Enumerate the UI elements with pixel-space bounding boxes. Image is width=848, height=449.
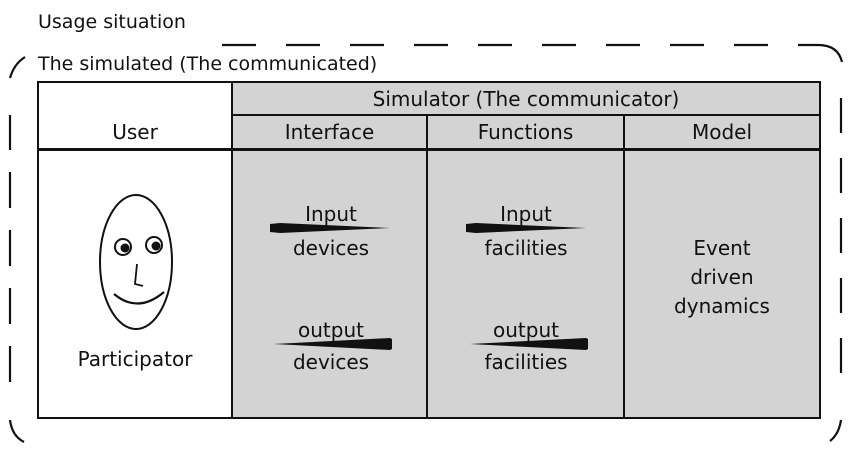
user-area xyxy=(38,82,232,418)
simulated-label: The simulated (The communicated) xyxy=(38,53,378,75)
functions-output-line1: output xyxy=(493,318,559,342)
output-arrow-icon xyxy=(470,338,588,350)
input-arrow-icon xyxy=(466,223,586,233)
user-header: User xyxy=(112,120,158,144)
input-arrow-icon xyxy=(270,223,390,233)
face-icon xyxy=(99,194,173,330)
participator-label: Participator xyxy=(77,347,193,371)
functions-header: Functions xyxy=(477,120,574,144)
model-line2: driven xyxy=(690,265,754,289)
table-border-bottom xyxy=(37,417,821,419)
model-line3: dynamics xyxy=(674,294,770,318)
functions-input-line1: Input xyxy=(500,202,552,226)
functions-input-line2: facilities xyxy=(484,236,568,260)
simulator-area xyxy=(232,82,820,418)
output-arrow-icon xyxy=(274,338,392,350)
model-line1: Event xyxy=(693,236,751,260)
table-border-right xyxy=(819,81,821,419)
table-border-left xyxy=(37,81,39,419)
usage-situation-label: Usage situation xyxy=(38,11,186,33)
functions-output-line2: facilities xyxy=(484,350,568,374)
divider-simulator xyxy=(232,114,821,116)
divider-header xyxy=(37,148,821,151)
divider-user xyxy=(231,81,233,419)
interface-input-line2: devices xyxy=(292,236,370,260)
interface-output-line1: output xyxy=(298,318,364,342)
divider-functions xyxy=(623,114,625,419)
interface-input-line1: Input xyxy=(305,202,357,226)
divider-interface xyxy=(426,114,428,419)
interface-header: Interface xyxy=(284,120,375,144)
table-border-top xyxy=(37,81,821,83)
model-header: Model xyxy=(691,120,753,144)
interface-output-line2: devices xyxy=(292,350,370,374)
simulator-header: Simulator (The communicator) xyxy=(372,86,680,111)
